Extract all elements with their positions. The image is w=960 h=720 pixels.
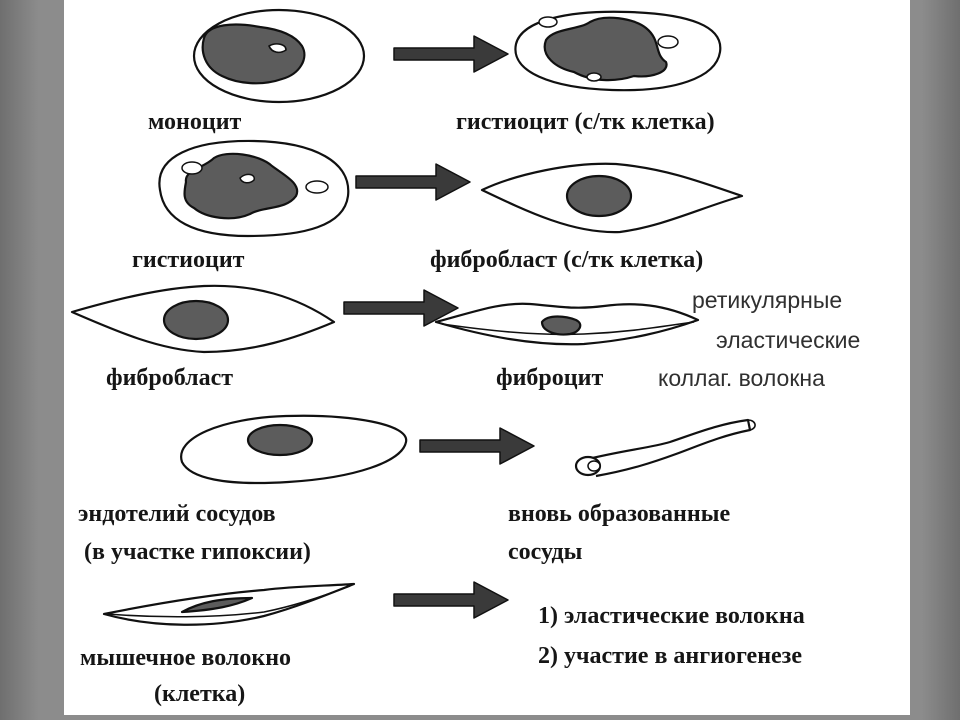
histiocyte-nucleus-1 (543, 16, 668, 82)
monocyte-nucleus (201, 23, 306, 85)
fibroblast-cell-2 (70, 284, 336, 354)
fibroblast-nucleus-2 (162, 299, 230, 341)
arrow-1 (393, 35, 509, 73)
fibroblast-nucleus-1 (565, 174, 633, 218)
arrow-2 (355, 163, 471, 201)
label-fibroblast: фибробласт (106, 365, 234, 391)
muscle-nucleus (180, 596, 254, 614)
label-result-angiogenesis: 2) участие в ангиогенезе (538, 643, 802, 669)
label-vessels: сосуды (508, 539, 583, 565)
arrow-4 (419, 427, 535, 465)
label-result-elastic-fibers: 1) эластические волокна (538, 603, 805, 629)
label-muscle-fiber: мышечное волокно (80, 645, 292, 671)
label-elastic-fibers: эластические (716, 327, 861, 353)
label-collagen-fibers: коллаг. волокна (658, 365, 825, 391)
label-new-vessels: вновь образованные (508, 501, 731, 527)
label-muscle-cell: (клетка) (154, 681, 246, 707)
label-vessel-endothelium: эндотелий сосудов (78, 501, 276, 527)
muscle-cell (102, 582, 356, 626)
fibrocyte-cell (434, 302, 700, 346)
monocyte-cell (192, 8, 366, 104)
histiocyte-cell-1 (514, 10, 722, 92)
label-fibroblast-connective: фибробласт (с/тк клетка) (430, 247, 704, 273)
fibroblast-cell-1 (480, 162, 744, 234)
endothelial-nucleus (246, 423, 314, 457)
label-histiocyte: гистиоцит (132, 247, 245, 273)
label-monocyte: моноцит (148, 109, 242, 135)
histiocyte-cell-2 (158, 139, 350, 238)
fibrocyte-nucleus (540, 315, 582, 336)
label-histiocyte-connective: гистиоцит (с/тк клетка) (456, 109, 715, 135)
label-fibrocyte: фиброцит (496, 365, 604, 391)
histiocyte-nucleus-2 (183, 152, 299, 220)
diagram-canvas: моноцит гистиоцит (с/тк клетка) гистиоци… (64, 0, 910, 715)
label-reticular-fibers: ретикулярные (692, 287, 843, 313)
diagram-drawing (70, 8, 756, 626)
label-hypoxia-area: (в участке гипоксии) (84, 539, 311, 565)
arrow-5 (393, 581, 509, 619)
new-vessel (574, 418, 756, 478)
endothelial-cell (180, 414, 408, 485)
arrow-3 (343, 289, 459, 327)
